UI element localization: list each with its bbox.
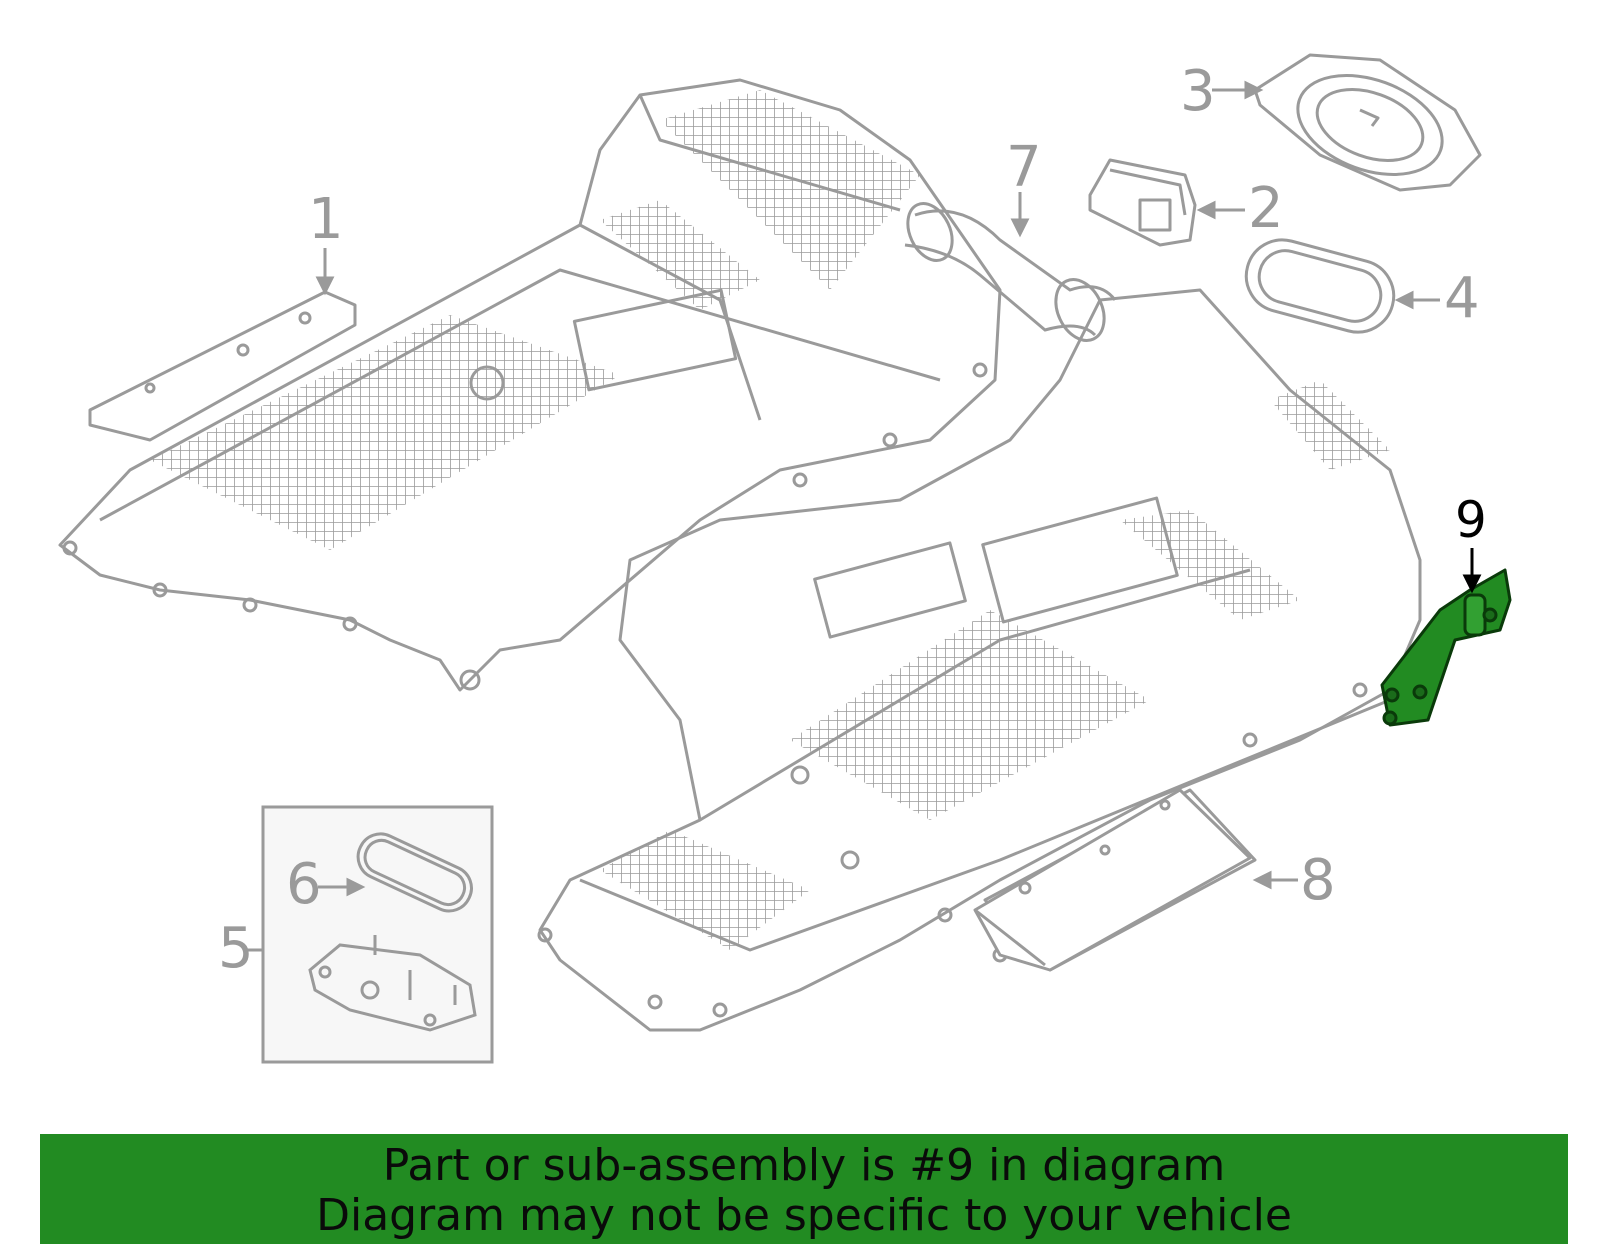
leader-9 (1462, 548, 1482, 594)
leader-lines (246, 80, 1440, 952)
banner-line-1: Part or sub-assembly is #9 in diagram (382, 1140, 1226, 1191)
left-module-mid-grid (600, 200, 760, 310)
left-module-rear-grid (660, 90, 920, 290)
callout-9: 9 (1455, 491, 1487, 549)
info-banner: Part or sub-assembly is #9 in diagram Di… (40, 1134, 1568, 1244)
callout-4: 4 (1444, 266, 1480, 331)
part-8-bracket (973, 788, 1252, 972)
callout-7: 7 (1006, 135, 1042, 200)
right-module-rear-grid (1120, 510, 1300, 620)
callout-1: 1 (308, 187, 344, 252)
part-4-seal (1244, 238, 1396, 334)
right-module-top-grid (1270, 380, 1390, 470)
callout-8: 8 (1300, 848, 1336, 913)
callout-6: 6 (286, 852, 322, 917)
banner-line-2: Diagram may not be specific to your vehi… (316, 1190, 1292, 1241)
part-3-cover (1253, 53, 1482, 192)
right-module-front-grid (600, 830, 810, 950)
callout-2: 2 (1248, 176, 1284, 241)
part-9-bracket (1380, 568, 1512, 727)
left-module-grid (150, 315, 620, 550)
callout-3: 3 (1180, 59, 1216, 124)
part-2-connector (1088, 158, 1197, 247)
inset-box-parts-5-6 (261, 805, 494, 1064)
coolant-hose (904, 202, 1117, 342)
callout-5: 5 (218, 916, 254, 981)
right-module-main-grid (790, 610, 1150, 820)
